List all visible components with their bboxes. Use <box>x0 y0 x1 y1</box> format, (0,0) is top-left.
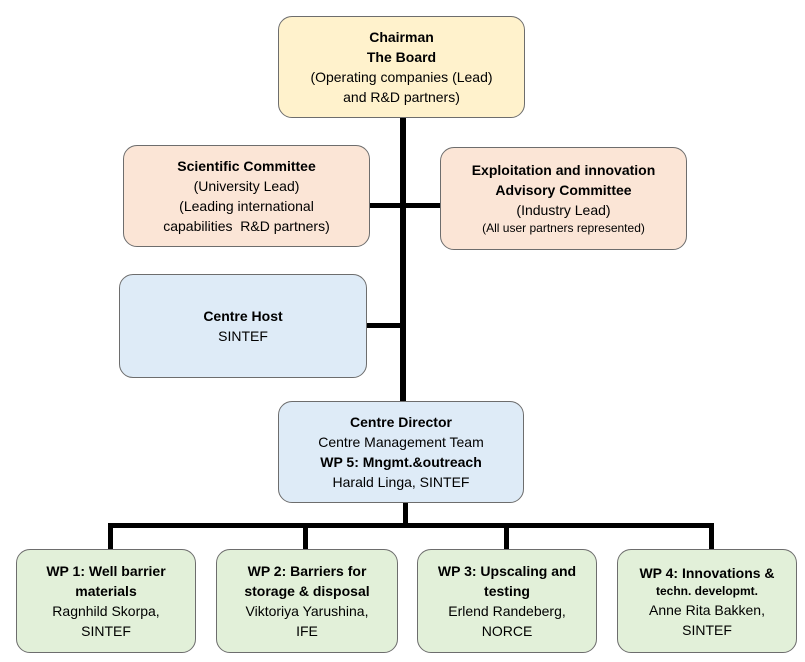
wp3-line2: NORCE <box>481 623 533 639</box>
wp3-drop-connector <box>504 523 509 549</box>
wp2-line1: Viktoriya Yarushina, <box>245 603 369 619</box>
centre-host-title: Centre Host <box>203 308 283 324</box>
exploitation-committee-box: Exploitation and innovation Advisory Com… <box>440 147 687 250</box>
wp3-box: WP 3: Upscaling and testing Erlend Rande… <box>417 549 597 653</box>
centre-director-line1: Centre Management Team <box>318 434 484 450</box>
wp3-title1: WP 3: Upscaling and <box>437 563 577 579</box>
scientific-committee-box: Scientific Committee (University Lead) (… <box>123 145 370 247</box>
committee-horizontal-connector <box>370 203 441 208</box>
wp1-box: WP 1: Well barrier materials Ragnhild Sk… <box>16 549 196 653</box>
wp1-line1: Ragnhild Skorpa, <box>52 603 160 619</box>
scientific-line2: (Leading international <box>179 198 314 214</box>
centre-host-box: Centre Host SINTEF <box>119 274 367 378</box>
wp1-line2: SINTEF <box>81 623 131 639</box>
wp-bus-connector <box>108 523 714 528</box>
wp1-title1: WP 1: Well barrier <box>46 563 166 579</box>
wp4-drop-connector <box>709 523 714 549</box>
chairman-box: Chairman The Board (Operating companies … <box>278 16 525 118</box>
wp1-title2: materials <box>75 583 137 599</box>
centre-director-title: Centre Director <box>350 414 452 430</box>
wp4-title2: techn. developmt. <box>655 583 759 598</box>
centre-director-line2: WP 5: Mngmt.&outreach <box>320 454 482 470</box>
wp4-line1: Anne Rita Bakken, <box>649 601 765 618</box>
exploitation-line2: (All user partners represented) <box>482 221 645 235</box>
exploitation-title1: Exploitation and innovation <box>471 162 656 178</box>
wp1-drop-connector <box>108 523 113 549</box>
centre-director-box: Centre Director Centre Management Team W… <box>278 401 524 503</box>
wp3-title2: testing <box>484 583 530 599</box>
scientific-line3: capabilities R&D partners) <box>163 218 330 234</box>
wp2-box: WP 2: Barriers for storage & disposal Vi… <box>216 549 398 653</box>
wp3-line1: Erlend Randeberg, <box>448 603 566 619</box>
chairman-line1: (Operating companies (Lead) <box>310 69 493 85</box>
director-down-connector <box>403 502 408 526</box>
exploitation-title2: Advisory Committee <box>495 182 632 198</box>
board-title: The Board <box>366 49 437 65</box>
centre-director-line3: Harald Linga, SINTEF <box>332 474 470 490</box>
scientific-line1: (University Lead) <box>193 178 300 194</box>
wp2-line2: IFE <box>296 623 318 639</box>
centre-host-line1: SINTEF <box>218 328 268 344</box>
wp4-line2: SINTEF <box>682 621 732 638</box>
host-horizontal-connector <box>367 323 403 328</box>
wp2-drop-connector <box>303 523 308 549</box>
scientific-committee-title: Scientific Committee <box>177 158 316 174</box>
main-vertical-connector <box>400 118 406 402</box>
chairman-line2: and R&D partners) <box>343 89 460 105</box>
wp2-title1: WP 2: Barriers for <box>247 563 367 579</box>
chairman-title: Chairman <box>369 29 434 45</box>
wp4-box: WP 4: Innovations & techn. developmt. An… <box>617 549 797 653</box>
exploitation-line1: (Industry Lead) <box>516 202 611 218</box>
wp2-title2: storage & disposal <box>244 583 370 599</box>
wp4-title1: WP 4: Innovations & <box>639 564 775 581</box>
